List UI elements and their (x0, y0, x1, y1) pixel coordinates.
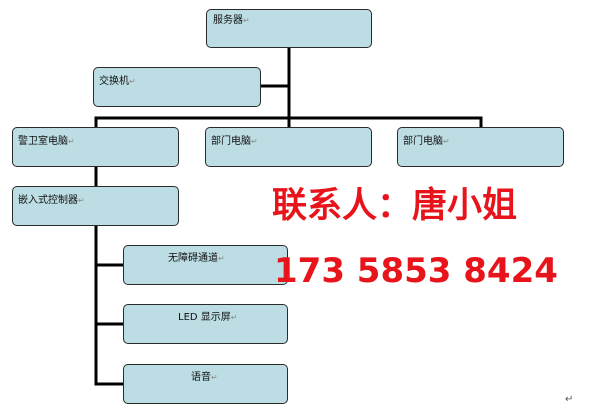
node-dept-pc-1-label: 部门电脑 (211, 136, 251, 147)
node-guard-pc: 警卫室电脑↵ (12, 127, 179, 167)
node-controller-label: 嵌入式控制器 (18, 195, 78, 206)
paragraph-mark: ↵ (211, 373, 218, 382)
node-controller: 嵌入式控制器↵ (12, 186, 179, 226)
contact-phone: 173 5853 8424 (274, 251, 558, 291)
node-voice-label: 语音 (191, 372, 211, 383)
paragraph-mark: ↵ (443, 137, 450, 146)
node-guard-pc-label: 警卫室电脑 (18, 136, 68, 147)
paragraph-mark: ↵ (68, 137, 75, 146)
node-server-label: 服务器 (213, 15, 243, 26)
node-dept-pc-1: 部门电脑↵ (205, 127, 372, 167)
node-voice: 语音↵ (123, 364, 288, 404)
node-switch-label: 交换机 (99, 76, 129, 87)
paragraph-mark: ↵ (243, 16, 250, 25)
node-barrier-free-label: 无障碍通道 (168, 253, 218, 264)
contact-label: 联系人：唐小姐 (272, 186, 518, 226)
node-dept-pc-2-label: 部门电脑 (403, 136, 443, 147)
paragraph-mark: ↵ (218, 254, 225, 263)
node-barrier-free: 无障碍通道↵ (123, 245, 288, 285)
paragraph-mark: ↵ (78, 196, 85, 205)
paragraph-mark: ↵ (129, 77, 136, 86)
node-dept-pc-2: 部门电脑↵ (397, 127, 564, 167)
node-led-label: LED 显示屏 (178, 312, 231, 323)
node-led: LED 显示屏↵ (123, 304, 288, 344)
node-switch: 交换机↵ (93, 67, 261, 107)
node-server: 服务器↵ (206, 9, 372, 48)
paragraph-mark: ↵ (230, 313, 238, 322)
paragraph-mark: ↵ (251, 137, 258, 146)
paragraph-return-mark: ↵ (565, 394, 574, 405)
